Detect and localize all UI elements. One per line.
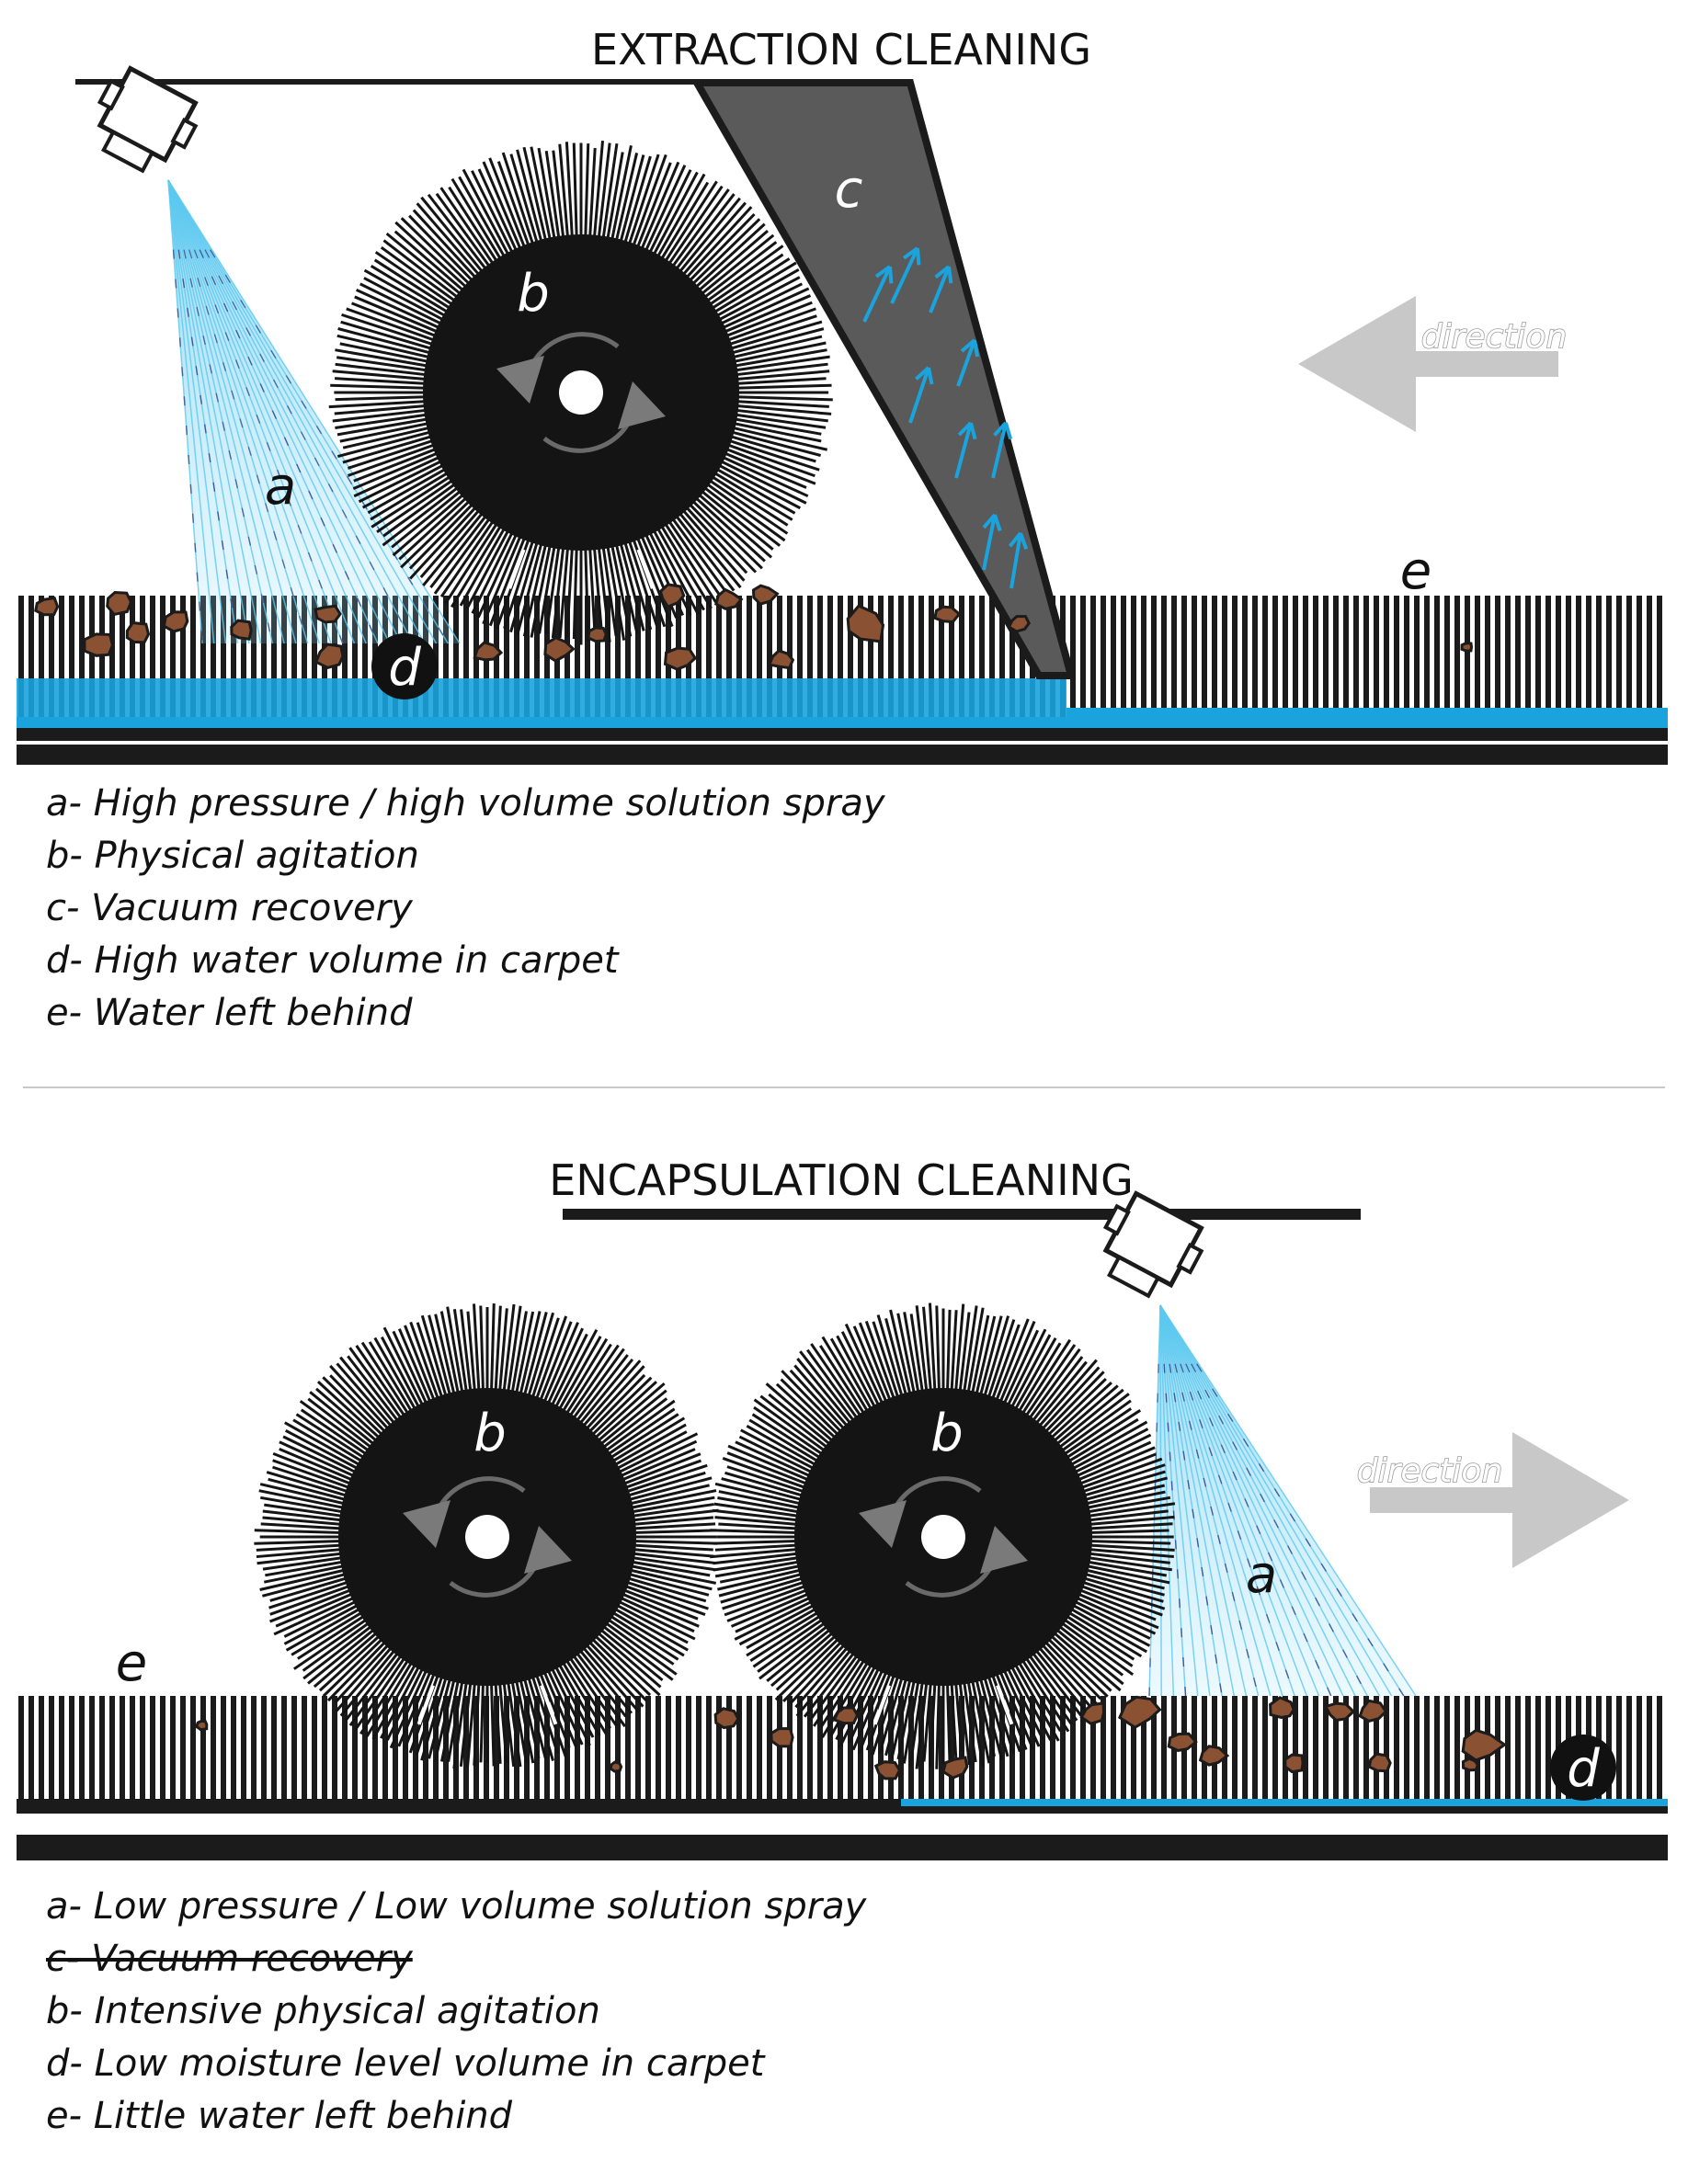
extraction-brush — [328, 141, 833, 645]
encapsulation-brush-right — [710, 1302, 1176, 1769]
extraction-label-d-badge — [371, 633, 438, 700]
extraction-label-b: b — [517, 264, 550, 324]
encapsulation-label-b2: b — [930, 1404, 964, 1463]
legend-item: d- High water volume in carpet — [46, 939, 619, 982]
rotation-arrows-icon — [403, 1476, 572, 1598]
encapsulation-direction-text: direction — [1357, 1452, 1503, 1490]
encapsulation-dirt-particles — [194, 1695, 1508, 1780]
extraction-direction-text: direction — [1421, 318, 1568, 356]
extraction-panel: EXTRACTION CLEANING a b c d e — [17, 25, 1668, 765]
extraction-vacuum-head — [690, 79, 1077, 679]
legend-item: e- Little water left behind — [46, 2095, 513, 2137]
encapsulation-label-d: d — [1567, 1739, 1600, 1799]
encapsulation-label-b1: b — [473, 1404, 507, 1463]
direction-arrow-icon — [1370, 1432, 1629, 1568]
encapsulation-label-a: a — [1246, 1545, 1277, 1605]
rotation-arrows-icon — [496, 332, 666, 453]
legend-item: b- Intensive physical agitation — [46, 1990, 600, 2032]
legend-item: a- High pressure / high volume solution … — [46, 782, 885, 825]
extraction-title: EXTRACTION CLEANING — [591, 25, 1091, 74]
direction-arrow-icon — [1298, 296, 1558, 432]
encapsulation-panel: ENCAPSULATION CLEANING a b b d e directi… — [17, 1155, 1668, 1860]
extraction-label-c: c — [835, 160, 863, 220]
encapsulation-machine-frame — [563, 1209, 1361, 1220]
legend-item: c- Vacuum recovery — [46, 887, 413, 929]
legend-item: b- Physical agitation — [46, 835, 419, 877]
legend-item: e- Water left behind — [46, 992, 413, 1034]
legend-item: a- Low pressure / Low volume solution sp… — [46, 1885, 867, 1928]
encapsulation-label-d-badge — [1550, 1735, 1616, 1801]
encapsulation-legend: a- Low pressure / Low volume solution sp… — [46, 1881, 866, 2143]
rotation-arrows-icon — [859, 1476, 1028, 1598]
legend-item: d- Low moisture level volume in carpet — [46, 2042, 765, 2085]
panel-divider — [23, 1086, 1665, 1088]
encapsulation-title: ENCAPSULATION CLEANING — [549, 1155, 1133, 1205]
encapsulation-label-e: e — [116, 1633, 147, 1693]
extraction-spray-cone — [167, 179, 461, 644]
extraction-label-e: e — [1400, 541, 1431, 601]
spray-nozzle-icon — [1102, 1190, 1204, 1299]
extraction-label-a: a — [265, 457, 296, 517]
spray-nozzle-icon — [97, 65, 199, 174]
encapsulation-brush-left — [254, 1302, 719, 1769]
extraction-legend: a- High pressure / high volume solution … — [46, 778, 885, 1040]
legend-item-struck: c- Vacuum recovery — [46, 1938, 413, 1980]
vacuum-airflow-arrows — [862, 246, 1029, 589]
extraction-label-d: d — [388, 638, 421, 698]
extraction-dirt-particles — [34, 583, 1474, 671]
